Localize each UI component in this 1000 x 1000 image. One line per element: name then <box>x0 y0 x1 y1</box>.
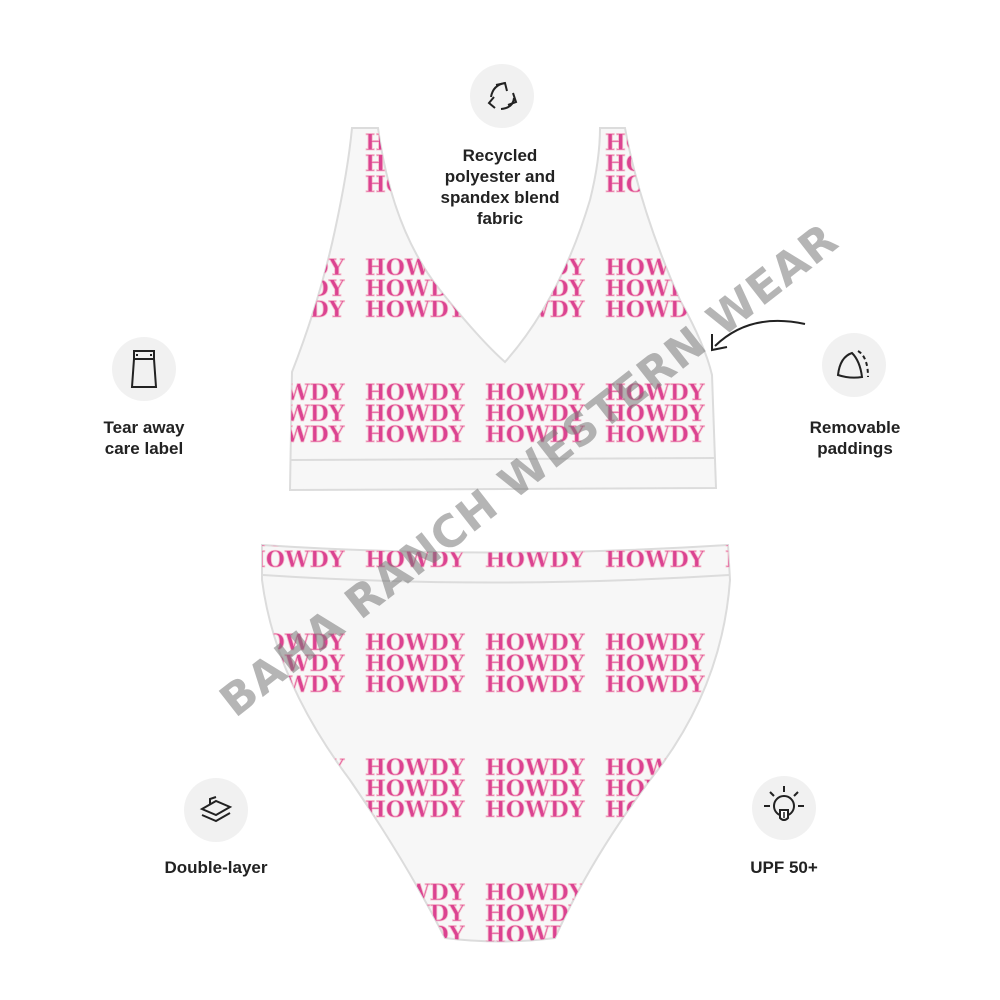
bikini-top <box>288 127 718 492</box>
care-label-icon <box>130 350 158 388</box>
layers-icon <box>199 796 233 823</box>
padding-icon-circle <box>822 333 886 397</box>
callout-arrowhead <box>711 334 728 352</box>
care-label-icon-circle <box>112 337 176 401</box>
recycled-label: Recycled polyester and spandex blend fab… <box>440 146 560 228</box>
callout-arrow <box>714 319 806 347</box>
tear-away-label: Tear away care label <box>103 418 185 458</box>
layers-icon-circle <box>184 778 248 842</box>
upf-label: UPF 50+ <box>750 858 818 877</box>
recycle-icon <box>487 81 518 110</box>
double-layer-label: Double-layer <box>164 858 268 877</box>
sun-shield-icon <box>764 786 804 821</box>
recycle-icon-circle <box>470 64 534 128</box>
padding-icon <box>836 350 869 379</box>
removable-paddings-label: Removable paddings <box>809 418 901 458</box>
bikini-bottom <box>261 543 732 943</box>
sun-shield-icon-circle <box>752 776 816 840</box>
